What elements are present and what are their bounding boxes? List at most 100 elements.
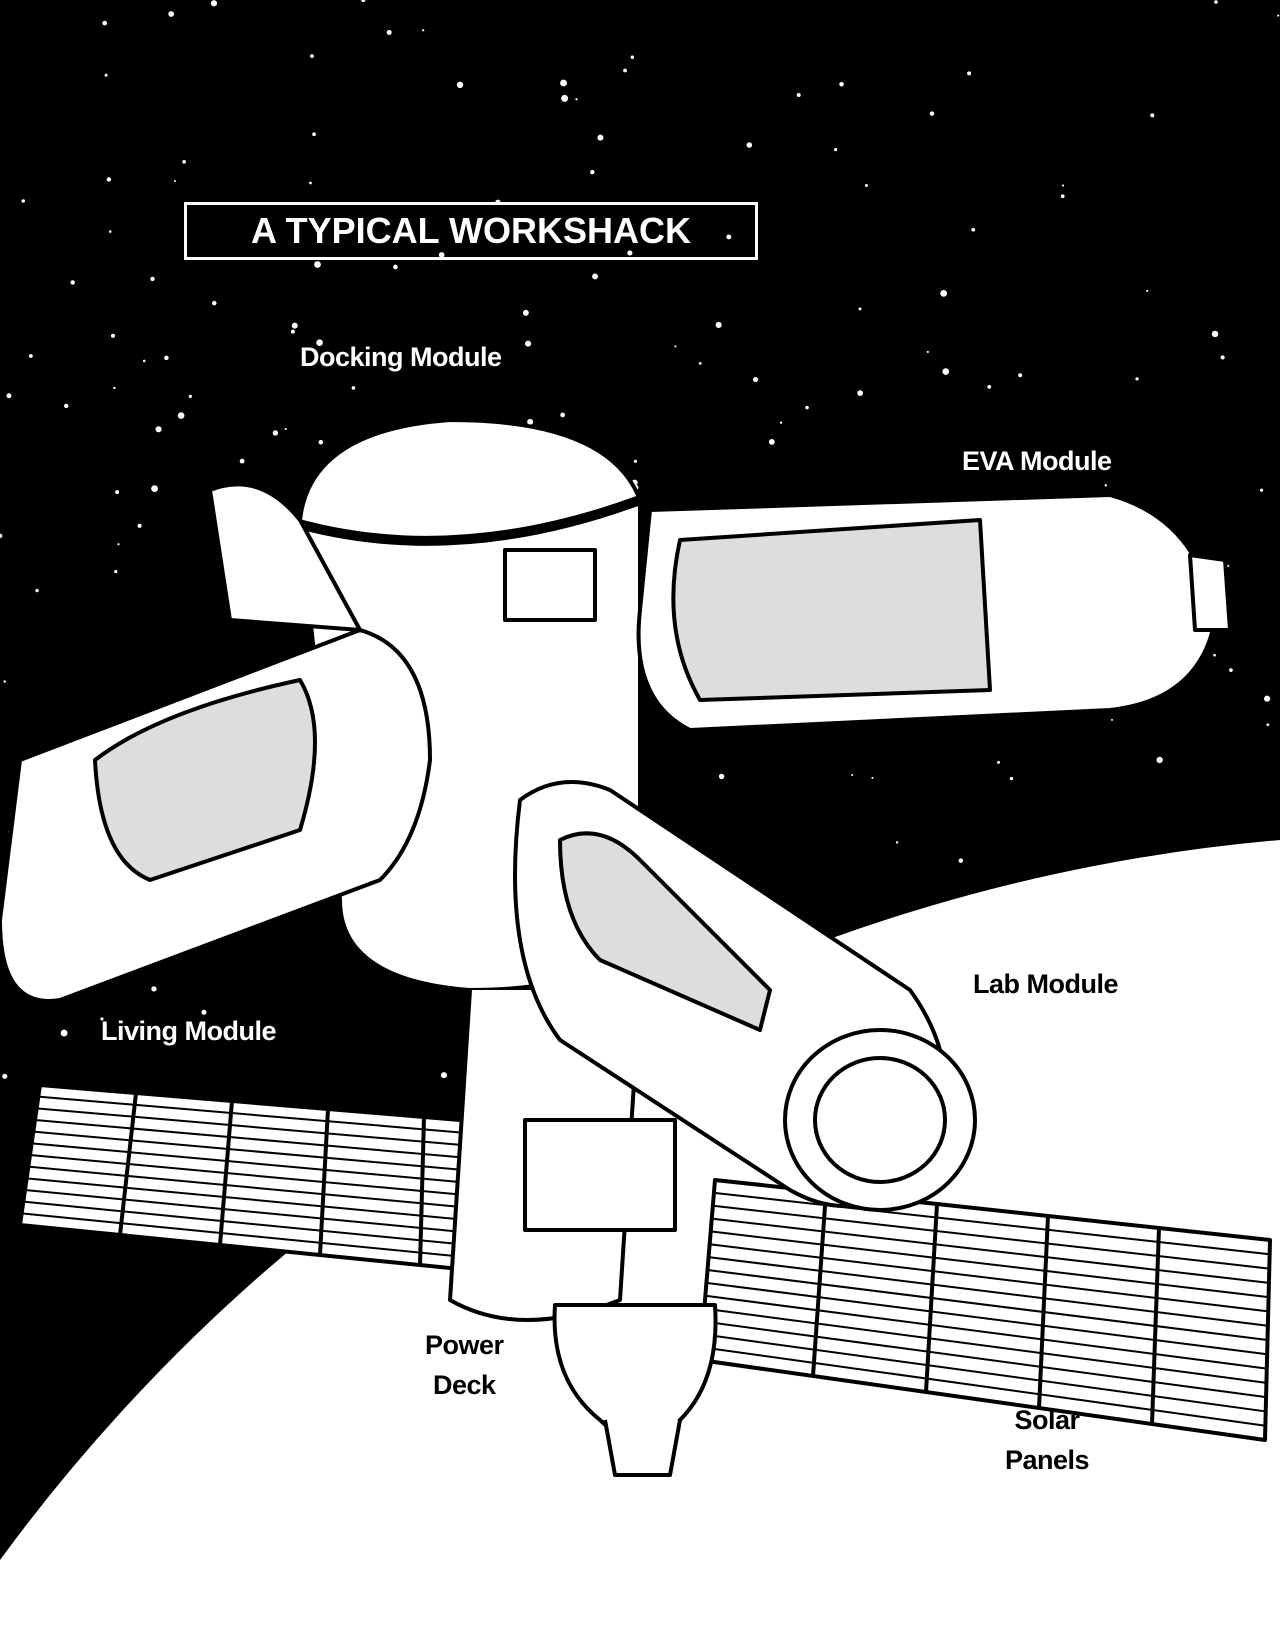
star [560, 79, 567, 87]
star [290, 329, 295, 334]
star [1135, 377, 1139, 381]
star [726, 234, 732, 240]
star [698, 362, 702, 365]
star [393, 264, 398, 270]
star [106, 177, 112, 182]
panel-cell-line [702, 1333, 1266, 1413]
star [113, 386, 116, 390]
star [525, 340, 532, 347]
star [1104, 484, 1108, 487]
star [967, 71, 972, 76]
label-deck: Deck [432, 1370, 496, 1400]
star [1264, 695, 1271, 702]
star [310, 54, 314, 58]
power-deck [523, 1118, 718, 1477]
label-solar-panels: Solar Panels [1005, 1400, 1090, 1480]
title: A TYPICAL WORKSHACK [251, 210, 691, 251]
star [456, 81, 464, 89]
panel-cell-line [703, 1320, 1267, 1399]
star [1260, 488, 1264, 492]
star [597, 134, 604, 141]
panel-cell-line [704, 1307, 1267, 1384]
label-panels: Panels [1005, 1445, 1090, 1475]
star [35, 588, 39, 593]
star [1227, 564, 1230, 567]
solar-panel-left [18, 1083, 522, 1277]
star [440, 1072, 447, 1079]
star [137, 523, 142, 528]
star [173, 180, 176, 183]
star [1060, 194, 1065, 199]
star [851, 773, 854, 777]
label-docking-module: Docking Module [300, 342, 502, 372]
star [1156, 756, 1163, 764]
star [168, 11, 175, 17]
star [318, 439, 324, 445]
panel-cell-line [36, 1107, 521, 1151]
panel-cell-line [38, 1095, 521, 1139]
star [1062, 184, 1065, 187]
star [316, 339, 323, 347]
star [314, 261, 321, 268]
star [746, 142, 753, 148]
star [623, 68, 627, 73]
star [309, 181, 312, 185]
panel-cell-line [34, 1119, 521, 1164]
star [155, 426, 162, 433]
panel-cell-line [26, 1177, 521, 1226]
star [284, 427, 287, 431]
star [940, 289, 948, 297]
star [164, 355, 169, 361]
star [312, 132, 316, 137]
panel-cell-line [706, 1281, 1268, 1356]
panel-cell-line [709, 1243, 1269, 1313]
star [6, 393, 12, 399]
star [674, 345, 677, 348]
star [768, 439, 775, 445]
planet [0, 840, 1280, 1625]
star [151, 485, 158, 493]
panel-cell-line [33, 1130, 521, 1176]
star [857, 390, 863, 396]
star [971, 227, 976, 232]
lab-module [513, 780, 977, 1212]
star [592, 273, 599, 280]
panel-cell-line [21, 1212, 521, 1264]
star [996, 760, 1001, 764]
star [958, 858, 964, 863]
star [926, 350, 929, 354]
star [627, 250, 633, 256]
star [522, 309, 529, 316]
panel-cell-line [31, 1142, 521, 1189]
star [210, 0, 218, 7]
star [177, 412, 185, 419]
star [422, 29, 425, 32]
eva-module [636, 493, 1232, 732]
star [188, 394, 192, 398]
star [1277, 14, 1280, 17]
star [871, 776, 874, 779]
star [834, 148, 838, 152]
panel-cell-line [710, 1230, 1269, 1299]
star [115, 490, 120, 495]
star [272, 430, 279, 436]
star [718, 773, 725, 780]
solar-panel-right [698, 1178, 1272, 1442]
panel-cell-line [711, 1217, 1270, 1284]
panel-cell-line [712, 1204, 1270, 1270]
panel-cell-line [707, 1269, 1268, 1341]
label-power-deck: Power Deck [425, 1325, 504, 1405]
star [64, 403, 69, 409]
star [858, 307, 862, 311]
star [108, 230, 112, 233]
star [182, 159, 186, 164]
star [1229, 668, 1233, 672]
star [3, 680, 6, 683]
star [351, 386, 356, 390]
star [796, 92, 801, 97]
star [942, 368, 950, 375]
panel-cell-line [28, 1165, 521, 1214]
star [114, 569, 118, 574]
star [212, 300, 217, 306]
